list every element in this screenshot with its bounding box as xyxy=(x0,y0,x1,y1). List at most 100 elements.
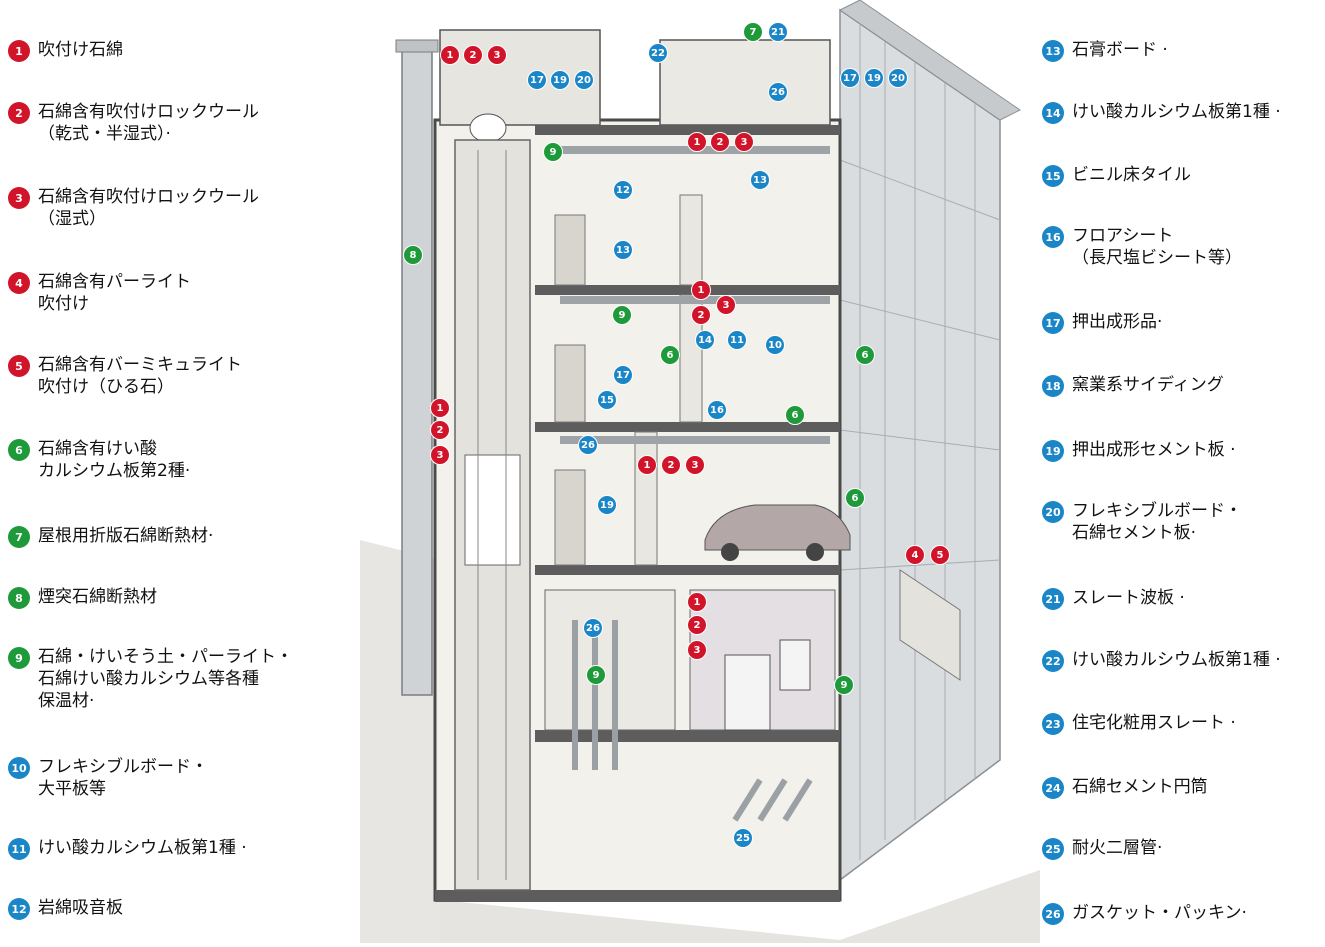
material-marker: 16 xyxy=(707,400,727,420)
material-marker: 26 xyxy=(768,82,788,102)
legend-label: 押出成形セメント板 · xyxy=(1072,440,1236,460)
material-marker: 3 xyxy=(685,455,705,475)
material-marker: 1 xyxy=(687,592,707,612)
legend-number-badge: 14 xyxy=(1042,102,1064,124)
material-marker: 9 xyxy=(834,675,854,695)
material-marker: 17 xyxy=(527,70,547,90)
legend-number-badge: 12 xyxy=(8,898,30,920)
legend-label: けい酸カルシウム板第1種 · xyxy=(38,838,247,858)
legend-number-badge: 2 xyxy=(8,102,30,124)
material-marker: 3 xyxy=(487,45,507,65)
legend-label: 岩綿吸音板 xyxy=(38,898,123,918)
material-marker: 9 xyxy=(612,305,632,325)
legend-label: 石綿含有けい酸 カルシウム板第2種· xyxy=(38,439,191,481)
material-marker: 3 xyxy=(430,445,450,465)
legend-number-badge: 11 xyxy=(8,838,30,860)
legend-label: 窯業系サイディング xyxy=(1072,375,1224,395)
legend-item: 19 押出成形セメント板 · xyxy=(1042,439,1235,462)
legend-number-badge: 24 xyxy=(1042,777,1064,799)
legend-label: 吹付け石綿 xyxy=(38,40,123,60)
legend-number-badge: 18 xyxy=(1042,375,1064,397)
legend-label: スレート波板 · xyxy=(1072,588,1185,608)
legend-item: 24 石綿セメント円筒 xyxy=(1042,776,1208,799)
material-marker: 2 xyxy=(463,45,483,65)
legend-number-badge: 20 xyxy=(1042,501,1064,523)
legend-number-badge: 1 xyxy=(8,40,30,62)
legend-item: 6 石綿含有けい酸 カルシウム板第2種· xyxy=(8,438,190,482)
legend-label: 石綿含有吹付けロックウール （湿式） xyxy=(38,187,259,229)
legend-number-badge: 3 xyxy=(8,187,30,209)
material-marker: 6 xyxy=(660,345,680,365)
legend-item: 11 けい酸カルシウム板第1種 · xyxy=(8,837,247,860)
legend-number-badge: 16 xyxy=(1042,226,1064,248)
legend-number-badge: 5 xyxy=(8,355,30,377)
material-marker: 1 xyxy=(430,398,450,418)
material-marker: 13 xyxy=(613,240,633,260)
material-marker: 22 xyxy=(648,43,668,63)
legend-label: 石綿含有パーライト 吹付け xyxy=(38,272,191,314)
material-marker: 8 xyxy=(403,245,423,265)
material-marker: 3 xyxy=(687,640,707,660)
material-marker: 19 xyxy=(864,68,884,88)
legend-number-badge: 8 xyxy=(8,587,30,609)
legend-number-badge: 19 xyxy=(1042,440,1064,462)
material-marker: 7 xyxy=(743,22,763,42)
material-marker: 20 xyxy=(574,70,594,90)
legend-number-badge: 23 xyxy=(1042,713,1064,735)
legend-label: けい酸カルシウム板第1種 · xyxy=(1072,102,1281,122)
legend-label: けい酸カルシウム板第1種 · xyxy=(1072,650,1281,670)
legend-item: 5 石綿含有バーミキュライト 吹付け（ひる石） xyxy=(8,354,242,398)
building-illustration xyxy=(360,0,1040,943)
material-marker: 17 xyxy=(840,68,860,88)
legend-label: 石膏ボード · xyxy=(1072,40,1168,60)
legend-item: 20 フレキシブルボード・ 石綿セメント板· xyxy=(1042,500,1242,544)
legend-item: 21 スレート波板 · xyxy=(1042,587,1185,610)
legend-label: 押出成形品· xyxy=(1072,312,1163,332)
legend-label: フレキシブルボード・ 石綿セメント板· xyxy=(1072,501,1242,543)
material-marker: 20 xyxy=(888,68,908,88)
material-marker: 26 xyxy=(583,618,603,638)
legend-number-badge: 21 xyxy=(1042,588,1064,610)
material-marker: 9 xyxy=(543,142,563,162)
material-marker: 14 xyxy=(695,330,715,350)
legend-label: 石綿含有吹付けロックウール （乾式・半湿式）· xyxy=(38,102,259,144)
material-marker: 19 xyxy=(597,495,617,515)
legend-item: 14 けい酸カルシウム板第1種 · xyxy=(1042,101,1281,124)
legend-label: 石綿セメント円筒 xyxy=(1072,777,1208,797)
material-marker: 2 xyxy=(691,305,711,325)
material-marker: 25 xyxy=(733,828,753,848)
legend-number-badge: 6 xyxy=(8,439,30,461)
legend-item: 2 石綿含有吹付けロックウール （乾式・半湿式）· xyxy=(8,101,259,145)
material-marker: 10 xyxy=(765,335,785,355)
legend-item: 25 耐火二層管· xyxy=(1042,837,1162,860)
material-marker: 6 xyxy=(785,405,805,425)
material-marker: 1 xyxy=(440,45,460,65)
material-marker: 19 xyxy=(550,70,570,90)
material-marker: 3 xyxy=(716,295,736,315)
legend-number-badge: 10 xyxy=(8,757,30,779)
legend-label: 石綿含有バーミキュライト 吹付け（ひる石） xyxy=(38,355,242,397)
legend-item: 1 吹付け石綿 xyxy=(8,39,123,62)
legend-number-badge: 25 xyxy=(1042,838,1064,860)
legend-item: 12 岩綿吸音板 xyxy=(8,897,123,920)
legend-label: 耐火二層管· xyxy=(1072,838,1163,858)
legend-number-badge: 9 xyxy=(8,647,30,669)
material-marker: 2 xyxy=(687,615,707,635)
material-marker: 6 xyxy=(855,345,875,365)
legend-number-badge: 26 xyxy=(1042,903,1064,925)
material-marker: 2 xyxy=(710,132,730,152)
material-marker: 17 xyxy=(613,365,633,385)
material-marker: 26 xyxy=(578,435,598,455)
material-marker: 12 xyxy=(613,180,633,200)
